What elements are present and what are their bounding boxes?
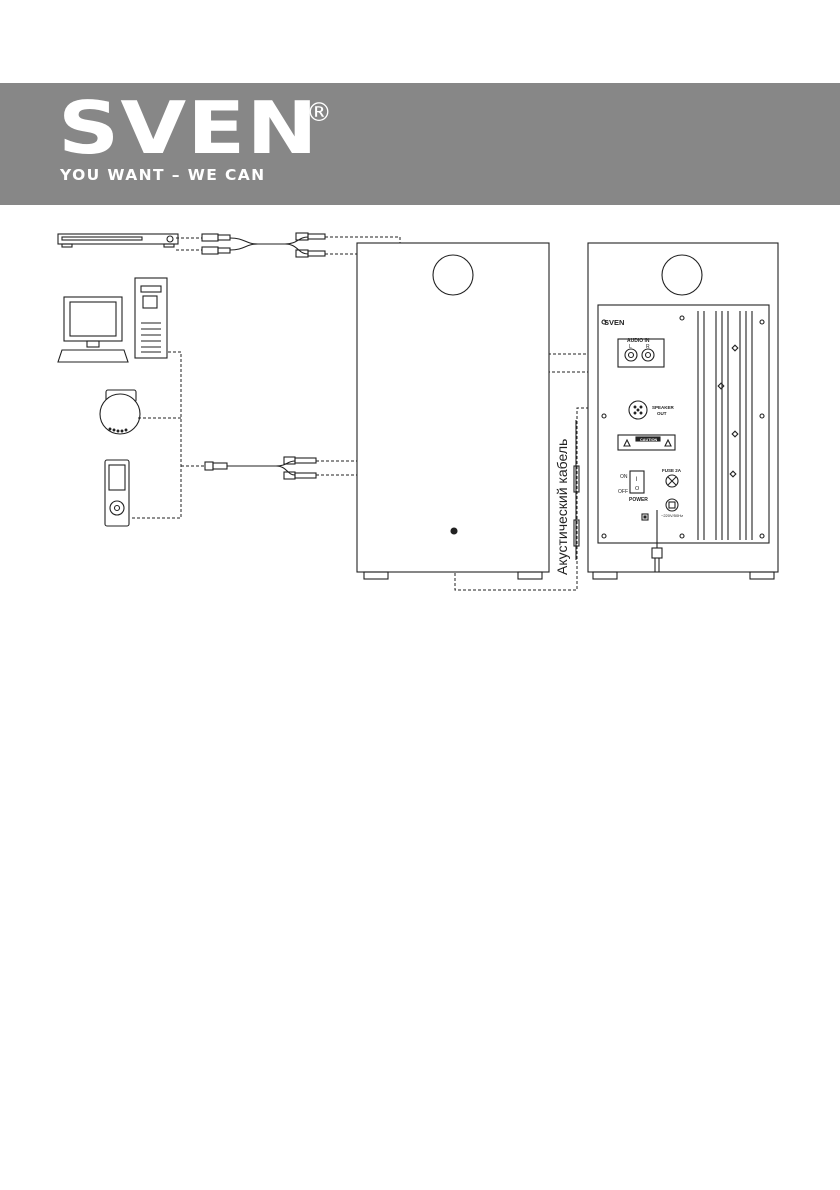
caution-label: CAUTION <box>640 438 658 442</box>
cd-player-icon <box>99 389 141 435</box>
rear-brand: SVEN <box>604 318 624 327</box>
mp3-player-icon <box>104 459 130 527</box>
speaker-cable-label: Акустический кабель <box>554 439 570 575</box>
brand-logo: SVEN <box>58 86 319 170</box>
speaker-out-label-line2: OUT <box>657 411 667 416</box>
on-label: ON <box>620 474 628 480</box>
off-label: OFF <box>618 489 628 495</box>
computer-icon <box>57 277 168 363</box>
switch-off-mark: O <box>635 486 640 492</box>
fuse-label: FUSE 2A <box>662 468 682 473</box>
brand-slogan: YOU WANT – WE CAN <box>60 166 266 184</box>
dvd-player-icon <box>57 233 179 248</box>
registered-mark: ® <box>306 98 332 128</box>
audio-in-label: AUDIO IN <box>627 338 650 344</box>
rca-cable-top <box>201 232 326 258</box>
speaker-cable <box>573 420 580 560</box>
audio-in-right-label: R <box>646 344 650 350</box>
mains-label: ~220V/50Hz <box>661 513 683 518</box>
audio-in-left-label: L <box>629 344 632 350</box>
front-speaker <box>356 242 550 580</box>
header-banner <box>0 83 840 205</box>
active-speaker-rear <box>587 242 779 580</box>
speaker-out-label: SPEAKER <box>652 405 675 410</box>
minijack-cable <box>204 456 317 480</box>
switch-on-mark: I <box>636 477 638 483</box>
rear-panel-labels: SVEN AUDIO IN L R SPEAKER OUT CAUTION ON… <box>604 318 683 518</box>
power-label: POWER <box>629 497 648 503</box>
